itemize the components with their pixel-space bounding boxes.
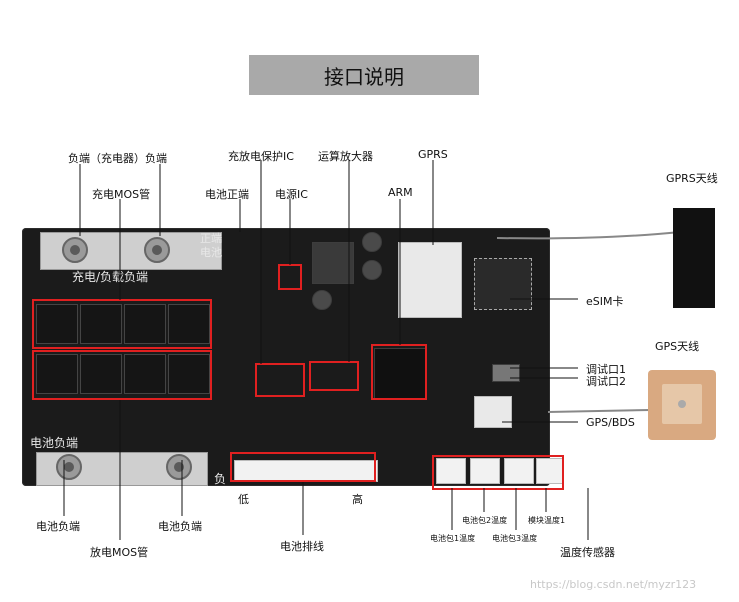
- label-battery-neg-right: 电池负端: [158, 520, 202, 533]
- label-temp-sensor: 温度传感器: [560, 546, 615, 559]
- label-pack2-temp: 电池包2温度: [462, 516, 508, 525]
- silk-pos-2: 电池: [200, 246, 222, 259]
- arm-box: [371, 344, 427, 400]
- label-gps-bds: GPS/BDS: [586, 416, 635, 429]
- label-battery-neg-left: 电池负端: [36, 520, 80, 533]
- gps-antenna-icon: [648, 370, 716, 440]
- opamp-box: [309, 361, 359, 391]
- inductor: [312, 242, 354, 284]
- label-charger-neg: 负端（充电器）负端: [68, 152, 167, 165]
- watermark: https://blog.csdn.net/myzr123: [530, 578, 697, 591]
- capacitor-1: [362, 232, 382, 252]
- label-battery-harness: 电池排线: [280, 540, 324, 553]
- silk-bottom: 电池负端: [30, 436, 79, 450]
- label-power-ic: 电源IC: [275, 188, 308, 201]
- capacitor-3: [312, 290, 332, 310]
- debug-header: [492, 364, 520, 382]
- battery-harness-box: [230, 452, 376, 482]
- label-pack1-temp: 电池包1温度: [430, 534, 476, 543]
- protect-ic-box: [255, 363, 305, 397]
- label-pack3-temp: 电池包3温度: [492, 534, 538, 543]
- discharge-mos-4: [168, 354, 210, 394]
- gprs-antenna-icon: [673, 208, 715, 308]
- label-op-amp: 运算放大器: [318, 150, 373, 163]
- label-debug2: 调试口2: [586, 375, 626, 388]
- battery-bolt-right: [166, 454, 192, 480]
- charger-bolt-left: [62, 237, 88, 263]
- label-arm: ARM: [388, 186, 413, 199]
- label-low: 低: [238, 493, 249, 506]
- charge-mos-box: [32, 299, 212, 349]
- discharge-mos-1: [36, 354, 78, 394]
- temp-connector-2: [470, 458, 500, 484]
- label-gprs: GPRS: [418, 148, 448, 161]
- charge-mos-4: [168, 304, 210, 344]
- label-discharge-mos: 放电MOS管: [90, 546, 149, 559]
- label-high: 高: [352, 493, 363, 506]
- gprs-module: [398, 242, 462, 318]
- label-gprs-antenna: GPRS天线: [666, 172, 718, 185]
- temp-connector-1: [436, 458, 466, 484]
- capacitor-2: [362, 260, 382, 280]
- temp-connector-3: [504, 458, 534, 484]
- gps-module: [474, 396, 512, 428]
- charge-mos-3: [124, 304, 166, 344]
- discharge-mos-3: [124, 354, 166, 394]
- power-ic-box: [278, 264, 302, 290]
- silk-pos-1: 正端: [200, 232, 222, 245]
- discharge-mos-2: [80, 354, 122, 394]
- temp-sensor-box: [432, 455, 564, 490]
- label-battery-pos: 电池正端: [205, 188, 249, 201]
- label-protect-ic: 充放电保护IC: [228, 150, 294, 163]
- charge-mos-2: [80, 304, 122, 344]
- bms-board: 充电/负载负端 正端 电池 电池负端 负: [22, 228, 564, 486]
- discharge-mos-box: [32, 350, 212, 400]
- label-charge-mos: 充电MOS管: [92, 188, 151, 201]
- page-title: 接口说明: [249, 55, 479, 95]
- silk-top: 充电/负载负端: [72, 270, 149, 284]
- esim-chip: [474, 258, 532, 310]
- label-debug1: 调试口1: [586, 363, 626, 376]
- label-gps-antenna: GPS天线: [655, 340, 700, 353]
- label-module-temp1: 模块温度1: [528, 516, 566, 525]
- charge-mos-1: [36, 304, 78, 344]
- silk-neg: 负: [214, 472, 227, 486]
- battery-bolt-left: [56, 454, 82, 480]
- label-esim: eSIM卡: [586, 295, 624, 308]
- charger-bolt-right: [144, 237, 170, 263]
- temp-connector-4: [536, 458, 564, 484]
